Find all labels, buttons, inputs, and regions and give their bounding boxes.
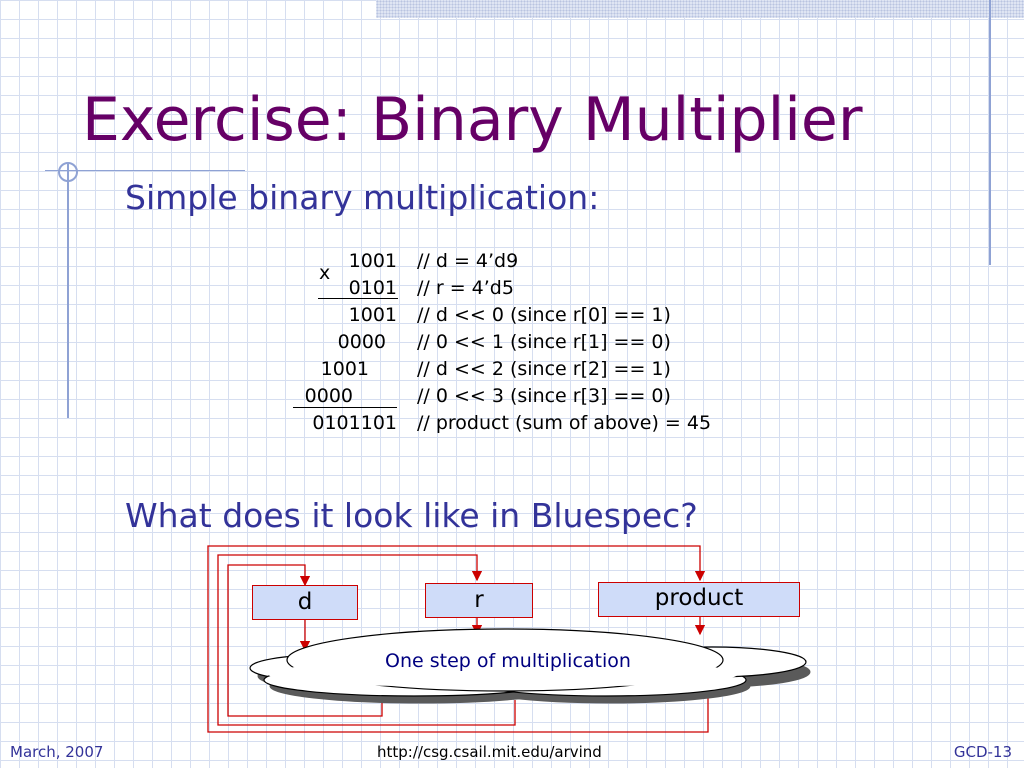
bullet-simple-multiplication: Simple binary multiplication: [125,178,600,217]
comment-line: // product (sum of above) = 45 [417,412,712,434]
register-d: d [252,585,358,620]
wire-r-feedback [217,554,516,726]
slide-title: Exercise: Binary Multiplier [82,85,863,155]
bullet-bluespec-question: What does it look like in Bluespec? [125,496,698,535]
left-accent-line [67,163,69,418]
register-r: r [425,583,533,618]
multiplier: 0101 [348,277,397,299]
sum-rule [293,407,397,408]
top-decoration-bar [376,0,1024,18]
partial-product-2: 1001 [320,358,369,380]
partial-product-0: 1001 [348,304,397,326]
accent-circle [58,162,78,182]
footer-page-number: GCD-13 [953,743,1012,761]
product-result: 0101101 [312,412,397,434]
footer-url[interactable]: http://csg.csail.mit.edu/arvind [377,743,602,761]
combinational-logic-label: One step of multiplication [385,650,631,672]
multiplicand: 1001 [348,250,397,272]
right-accent-line [989,0,991,265]
register-product: product [598,582,800,617]
wire-d-feedback [227,564,383,717]
partial-product-3: 0000 [304,385,353,407]
comment-line: // r = 4’d5 [417,277,514,299]
comment-line: // 0 << 1 (since r[1] == 0) [417,331,671,353]
comment-line: // 0 << 3 (since r[3] == 0) [417,385,671,407]
partial-product-1: 0000 [337,331,386,353]
comment-line: // d << 2 (since r[2] == 1) [417,358,671,380]
wire-product-feedback [207,545,709,733]
comment-line: // d = 4’d9 [417,250,519,272]
operand-rule [318,298,398,299]
comment-line: // d << 0 (since r[0] == 1) [417,304,671,326]
times-sign: x [319,262,331,284]
title-underline [45,170,245,171]
footer-date: March, 2007 [10,743,104,761]
